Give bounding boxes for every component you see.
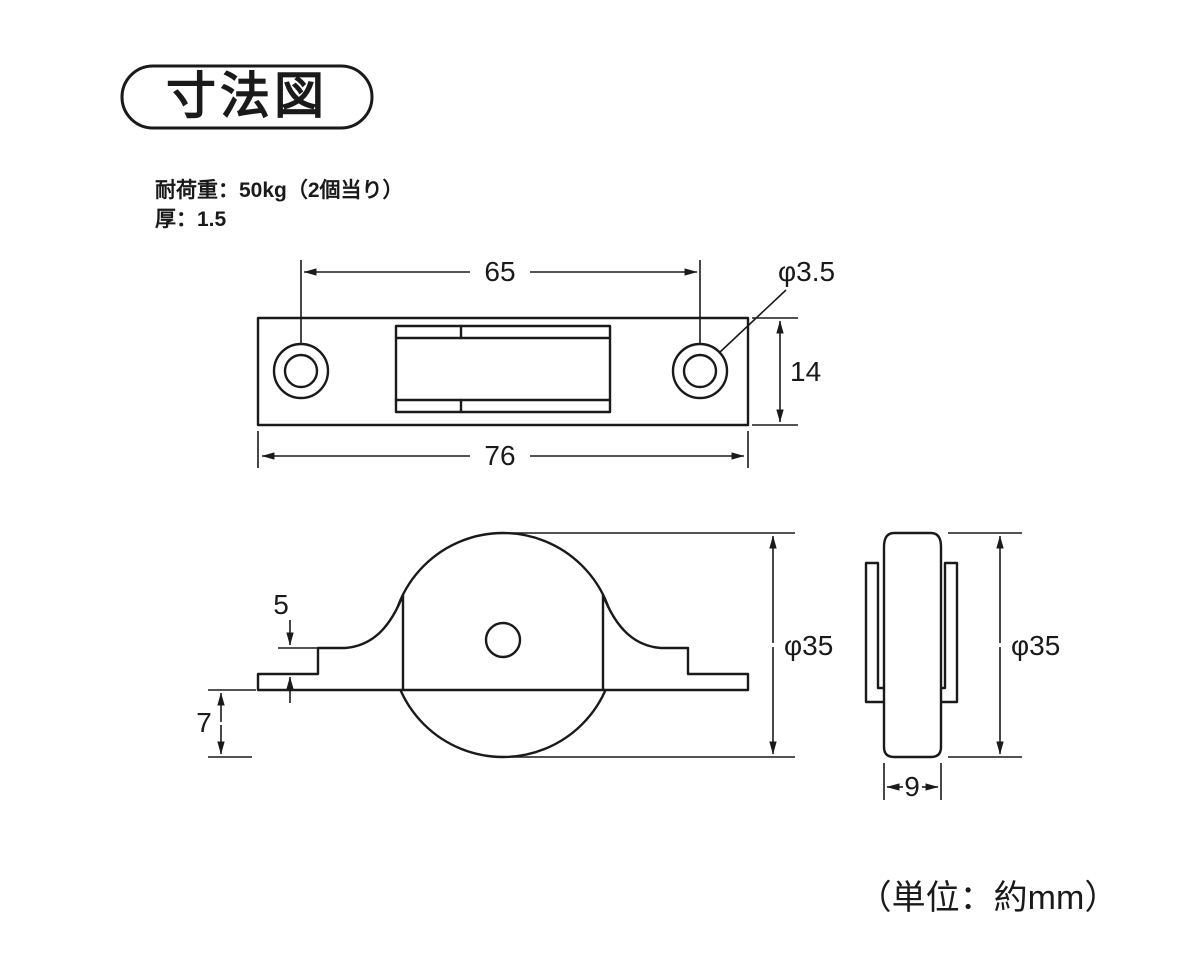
dim-wheel-diameter-side: φ35 (784, 630, 833, 661)
hole-left-inner (283, 353, 319, 389)
top-view-plate: 65 φ3.5 14 76 (256, 256, 835, 471)
housing-profile (256, 593, 750, 692)
drawing-title: 寸法図 (166, 68, 328, 124)
dimension-plate-width: 76 (257, 431, 749, 471)
dimension-protrusion: 7 (196, 689, 256, 758)
wheel-edge (882, 531, 943, 759)
spec-notes: 耐荷重：50kg（2個当り） 厚：1.5 (155, 178, 404, 231)
dim-step-height: 5 (273, 589, 289, 620)
slot-outer (394, 324, 612, 414)
leader-line (718, 289, 787, 354)
side-view-roller: 5 7 φ35 (196, 531, 833, 759)
dim-plate-height: 14 (790, 356, 821, 387)
title-badge-outline (120, 64, 374, 130)
dimension-step-height: 5 (273, 589, 320, 703)
dim-protrusion: 7 (196, 707, 212, 738)
title-badge: 寸法図 (120, 64, 374, 130)
dim-hole-diameter: φ3.5 (778, 256, 835, 287)
dimension-wheel-diameter-side: φ35 (512, 532, 833, 758)
dimension-plate-height: 14 (752, 317, 821, 426)
dim-plate-width: 76 (484, 440, 515, 471)
axle-hub (484, 621, 522, 659)
dim-hole-spacing: 65 (484, 256, 515, 287)
dimension-wheel-width: 9 (883, 763, 942, 802)
plate-slot (394, 324, 612, 414)
dimension-hole-spacing: 65 (300, 256, 701, 344)
plate-outline (256, 316, 750, 427)
spec-load-capacity: 耐荷重：50kg（2個当り） (155, 178, 404, 202)
unit-note: （単位：約mm） (858, 879, 1119, 917)
dim-wheel-diameter-end: φ35 (1011, 630, 1060, 661)
spec-thickness: 厚：1.5 (155, 208, 227, 231)
end-view-bracket: φ35 9 (864, 531, 1060, 802)
dim-wheel-width: 9 (904, 771, 920, 802)
dimension-wheel-diameter-end: φ35 (948, 532, 1060, 758)
callout-hole-diameter: φ3.5 (718, 256, 835, 354)
hole-right-inner (682, 353, 718, 389)
